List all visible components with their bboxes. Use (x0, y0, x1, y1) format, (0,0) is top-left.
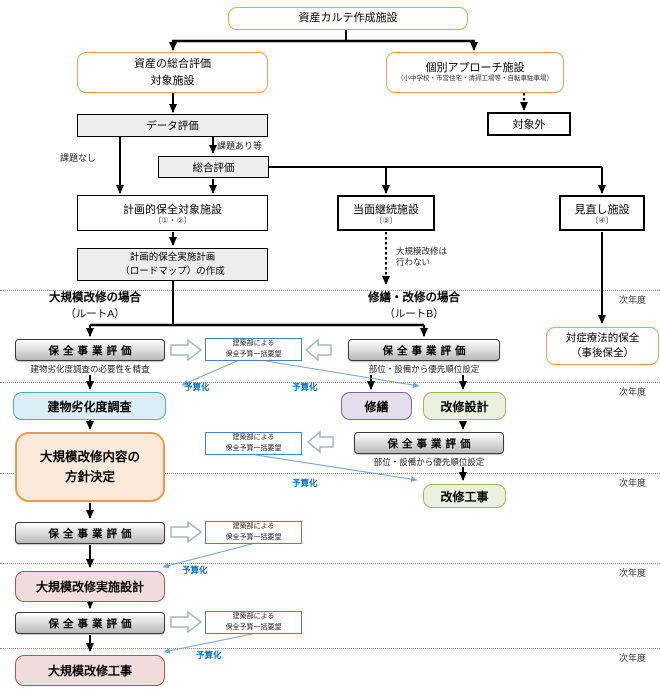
node-repair: 修繕 (341, 392, 412, 420)
year-separator-line (0, 382, 660, 383)
year-separator-line (0, 473, 660, 474)
node-maintenance-eval-a2: 保全事業評価 (15, 522, 165, 544)
label-budgeting: 予算化 (182, 565, 208, 575)
node-subtitle: （③） (374, 215, 398, 225)
node-title: 当面継続施設 (353, 203, 419, 216)
node-subtitle: （④） (590, 215, 614, 225)
node-budget-request-4: 建築部による 保全予算一括要望 (205, 611, 302, 634)
node-planned-maintenance-target: 計画的保全対象施設 （①・②） (77, 195, 268, 231)
year-separator-line (0, 290, 660, 291)
node-out-of-scope: 対象外 (487, 112, 571, 136)
node-title: 見直し施設 (574, 203, 630, 216)
node-title: 計画的保全対象施設 (123, 203, 222, 216)
route-a-subtitle: （ルートA） (65, 308, 125, 320)
node-overall-eval: 総合評価 (158, 156, 269, 178)
label-next-year: 次年度 (618, 653, 646, 663)
route-b-subtitle: （ルートB） (384, 308, 444, 320)
node-continue-for-now: 当面継続施設 （③） (337, 195, 435, 231)
node-maintenance-eval-a3: 保全事業評価 (15, 612, 165, 634)
label-budgeting: 予算化 (292, 382, 318, 392)
node-maintenance-eval-b1: 保全事業評価 (348, 339, 500, 361)
label-next-year: 次年度 (618, 295, 646, 305)
node-data-eval: データ評価 (77, 114, 268, 137)
node-asset-karte: 資産カルテ作成施設 (228, 7, 468, 30)
node-major-renovation-construction: 大規模改修工事 (15, 655, 165, 686)
node-roadmap-plan: 計画的保全実施計画 （ロードマップ）の作成 (77, 248, 268, 281)
node-comprehensive-eval-target: 資産の総合評価 対象施設 (77, 52, 268, 93)
node-review-facility: 見直し施設 （④） (559, 195, 645, 231)
label-next-year: 次年度 (618, 387, 646, 397)
node-subtitle: （小中学校・市営住宅・清掃工場等・自転車駐車場） (397, 75, 553, 83)
node-title: 個別アプローチ施設 (425, 62, 525, 75)
block-arrow-right-icon (170, 338, 203, 362)
node-budget-request-3: 建築部による 保全予算一括要望 (205, 521, 302, 544)
route-a-title: 大規模改修の場合 (49, 292, 141, 304)
node-symptomatic-maintenance: 対症療法的保全 （事後保全） (546, 327, 659, 365)
year-separator-line (0, 648, 660, 649)
label-budgeting: 予算化 (196, 650, 222, 660)
block-arrow-right-icon (170, 610, 203, 634)
node-budget-request-1: 建築部による 保全予算一括要望 (205, 338, 302, 361)
route-a-heading: 大規模改修の場合 （ルートA） (25, 289, 165, 321)
node-renovation-design: 改修設計 (423, 392, 506, 420)
label-next-year: 次年度 (618, 478, 646, 488)
label-no-major-renovation: 大規模改修は 行わない (396, 246, 448, 268)
label-issue: 課題あり等 (217, 141, 263, 151)
node-subtitle: （①・②） (153, 215, 192, 225)
node-major-renovation-impl-design: 大規模改修実施設計 (15, 571, 165, 602)
label-next-year: 次年度 (618, 568, 646, 578)
note-priority-setting: 部位・設備から優先順位設定 (368, 364, 480, 374)
node-maintenance-eval-b2: 保全事業評価 (354, 432, 504, 454)
label-no-issue: 課題なし (60, 153, 97, 163)
node-major-renovation-policy: 大規模改修内容の 方針決定 (15, 432, 165, 502)
route-b-title: 修繕・改修の場合 (368, 292, 460, 304)
year-separator-line (0, 563, 660, 564)
route-b-heading: 修繕・改修の場合 （ルートB） (344, 289, 484, 321)
note-priority-setting: 部位・設備から優先順位設定 (373, 457, 485, 467)
block-arrow-left-icon (306, 430, 334, 454)
label-budgeting: 予算化 (292, 478, 318, 488)
node-budget-request-2: 建築部による 保全予算一括要望 (205, 432, 302, 455)
note-survey-necessity: 建物劣化度調査の必要性を精査 (30, 364, 150, 374)
node-individual-approach: 個別アプローチ施設 （小中学校・市営住宅・清掃工場等・自転車駐車場） (386, 52, 564, 93)
block-arrow-left-icon (304, 338, 332, 362)
block-arrow-right-icon (170, 520, 203, 544)
node-renovation-work: 改修工事 (423, 484, 506, 508)
node-deterioration-survey: 建物劣化度調査 (13, 392, 166, 420)
node-maintenance-eval-a1: 保全事業評価 (15, 339, 165, 361)
label-budgeting: 予算化 (184, 382, 210, 392)
